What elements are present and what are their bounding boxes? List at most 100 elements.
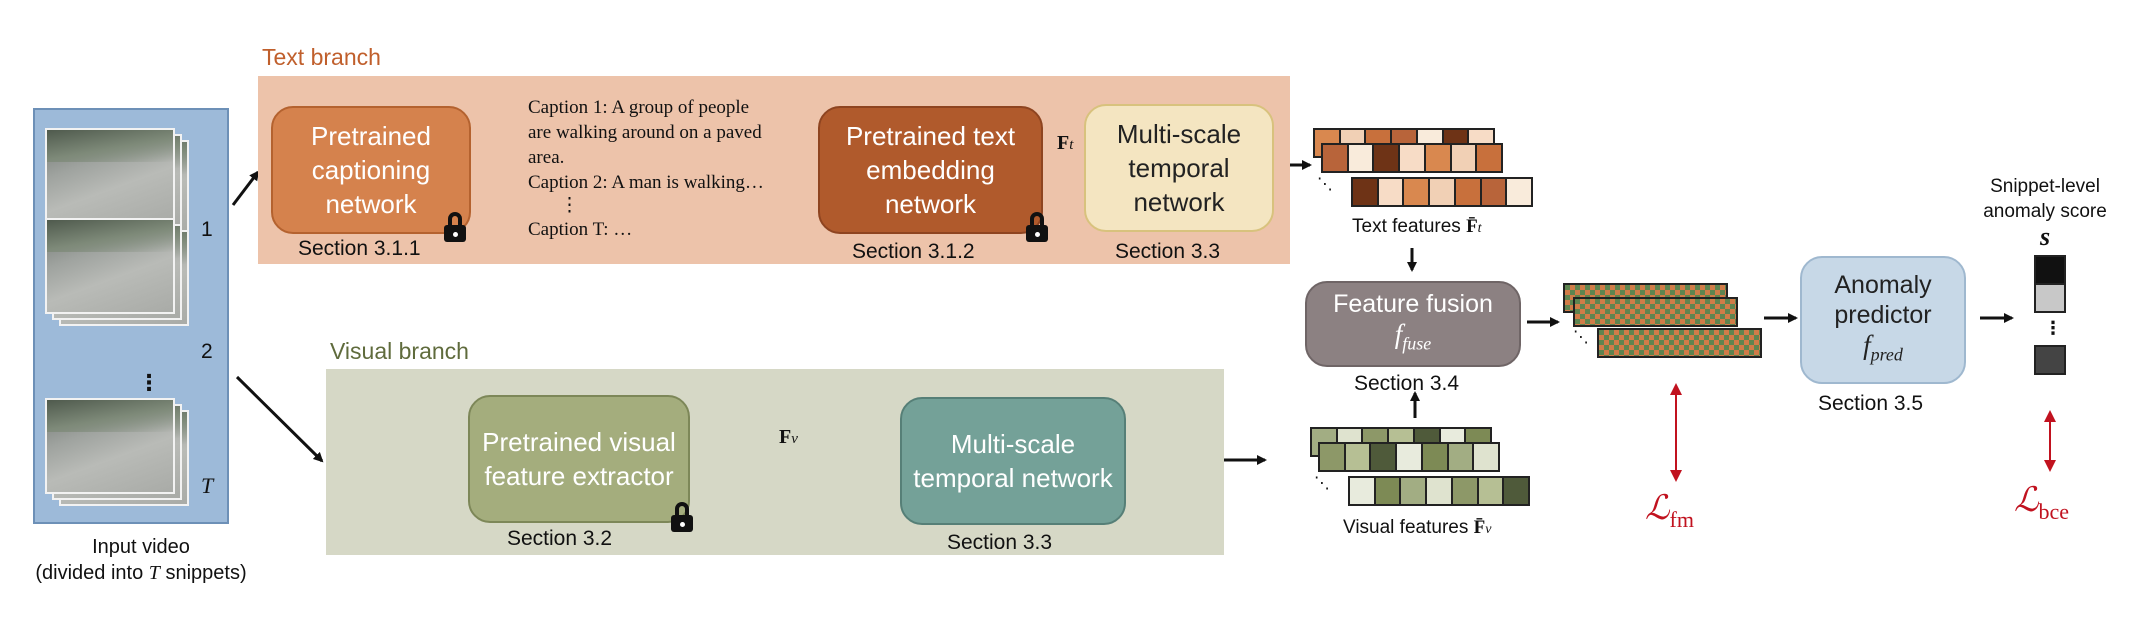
visual-extractor-box[interactable]: Pretrained visual feature extractor	[468, 395, 690, 523]
feature-cell	[1477, 145, 1502, 171]
score-cell	[2034, 255, 2066, 285]
visual-features-symbol: F̄	[1473, 517, 1486, 538]
anomaly-predictor-box[interactable]: Anomaly predictor fpred	[1800, 256, 1966, 384]
lock-icon	[669, 502, 695, 536]
video-frame	[45, 398, 175, 494]
feature-cell	[1371, 444, 1398, 470]
feature-cell	[1430, 179, 1456, 205]
visual-features-stack: ⋱	[1310, 427, 1530, 507]
lock-icon	[442, 212, 468, 246]
visual-temporal-title: Multi-scale temporal network	[913, 429, 1113, 493]
section-label: Section 3.1.1	[298, 237, 421, 260]
captioning-network-title: Pretrained captioning network	[311, 121, 431, 219]
visual-features-label: Visual features F̄v	[1343, 517, 1492, 538]
stack-dots: ⋱	[1314, 475, 1330, 492]
feature-cell	[1478, 478, 1505, 504]
feature-cell	[1455, 179, 1482, 205]
fuse-symbol: ffuse	[1394, 319, 1432, 354]
score-cell	[2034, 283, 2066, 313]
feature-cell	[1323, 145, 1349, 171]
visual-feature-row	[1318, 442, 1500, 472]
vertical-ellipsis: ⋮	[138, 370, 160, 395]
ft-letter: F	[1057, 132, 1070, 154]
section-label: Section 3.3	[1115, 240, 1221, 263]
fv-letter: F	[779, 426, 792, 448]
caption-line: area.	[528, 147, 565, 168]
ft-label: Ft	[1057, 132, 1073, 155]
section-label: Section 3.5	[1818, 392, 1924, 415]
fv-subscript: v	[791, 431, 798, 447]
stack-dots: ⋱	[1317, 176, 1333, 193]
score-cell	[2034, 345, 2066, 375]
feature-cell	[1350, 478, 1376, 504]
captions-list: Caption 1: A group of people are walking…	[528, 95, 798, 242]
feature-cell	[1451, 145, 1478, 171]
pred-symbol: fpred	[1863, 330, 1903, 365]
feature-cell	[1422, 444, 1449, 470]
text-temporal-network-box[interactable]: Multi-scale temporal network	[1084, 104, 1274, 232]
score-symbol: s	[2039, 222, 2051, 251]
caption-line: are walking around on a paved	[528, 122, 762, 143]
section-label: Section 3.4	[1354, 372, 1460, 395]
feature-cell	[1507, 179, 1532, 205]
feature-cell	[1320, 444, 1346, 470]
feature-cell	[1397, 444, 1423, 470]
visual-branch-label: Visual branch	[330, 338, 469, 364]
section-label: Section 3.3	[947, 531, 1053, 554]
text-feature-row	[1321, 143, 1503, 173]
fused-features-stack: ⋱	[1563, 283, 1773, 363]
loss-bce-label: ℒbce	[2014, 482, 2070, 524]
fv-label: Fv	[779, 426, 798, 449]
frame-number: T	[201, 473, 214, 498]
section-label: Section 3.1.2	[852, 240, 975, 263]
loss-fm-label: ℒfm	[1645, 490, 1694, 532]
frame-number: 2	[201, 340, 213, 363]
feature-cell	[1401, 478, 1428, 504]
visual-features-sub: v	[1485, 522, 1492, 537]
text-branch-label: Text branch	[262, 44, 381, 70]
feature-cell	[1353, 179, 1379, 205]
feature-cell	[1378, 179, 1405, 205]
predictor-title-line1: Anomaly	[1834, 271, 1932, 300]
captioning-network-box[interactable]: Pretrained captioning network	[271, 106, 471, 234]
feature-cell	[1404, 179, 1431, 205]
fused-feature-row	[1597, 328, 1762, 358]
video-frame	[45, 218, 175, 314]
caption-line: Caption 2: A man is walking…	[528, 172, 764, 193]
ft-subscript: t	[1069, 137, 1074, 153]
lock-icon	[1024, 212, 1050, 246]
caption-line: Caption 1: A group of people	[528, 97, 750, 118]
predictor-title-line2: predictor	[1834, 301, 1932, 330]
feature-fusion-title: Feature fusion	[1333, 290, 1493, 319]
input-video-panel: 1 2 ⋮ T	[33, 108, 229, 524]
text-embedding-title: Pretrained text embedding network	[845, 121, 1016, 219]
text-temporal-title: Multi-scale temporal network	[1116, 119, 1242, 217]
frame-number: 1	[201, 218, 213, 241]
feature-fusion-box[interactable]: Feature fusion ffuse	[1305, 281, 1521, 367]
stack-dots: ⋱	[1573, 329, 1589, 346]
visual-feature-row	[1348, 476, 1530, 506]
visual-temporal-network-box[interactable]: Multi-scale temporal network	[900, 397, 1126, 525]
feature-cell	[1400, 145, 1426, 171]
video-frame	[45, 128, 175, 224]
section-label: Section 3.2	[507, 527, 613, 550]
feature-cell	[1427, 478, 1453, 504]
fused-feature-row	[1573, 297, 1738, 327]
feature-cell	[1448, 444, 1475, 470]
vertical-ellipsis: ⋮	[560, 195, 579, 216]
feature-cell	[1481, 179, 1508, 205]
feature-cell	[1504, 478, 1529, 504]
feature-cell	[1425, 145, 1452, 171]
text-features-label: Text features F̄t	[1352, 216, 1482, 237]
feature-cell	[1348, 145, 1375, 171]
arrow-video-to-visual	[235, 375, 324, 463]
visual-extractor-title: Pretrained visual feature extractor	[482, 427, 676, 491]
input-video-label: Input video (divided into T snippets)	[35, 536, 247, 584]
vertical-ellipsis: ⋮	[2044, 318, 2062, 338]
text-feature-row	[1351, 177, 1533, 207]
feature-cell	[1345, 444, 1372, 470]
text-features-sub: t	[1477, 221, 1482, 236]
text-embedding-box[interactable]: Pretrained text embedding network	[818, 106, 1043, 234]
feature-cell	[1474, 444, 1499, 470]
